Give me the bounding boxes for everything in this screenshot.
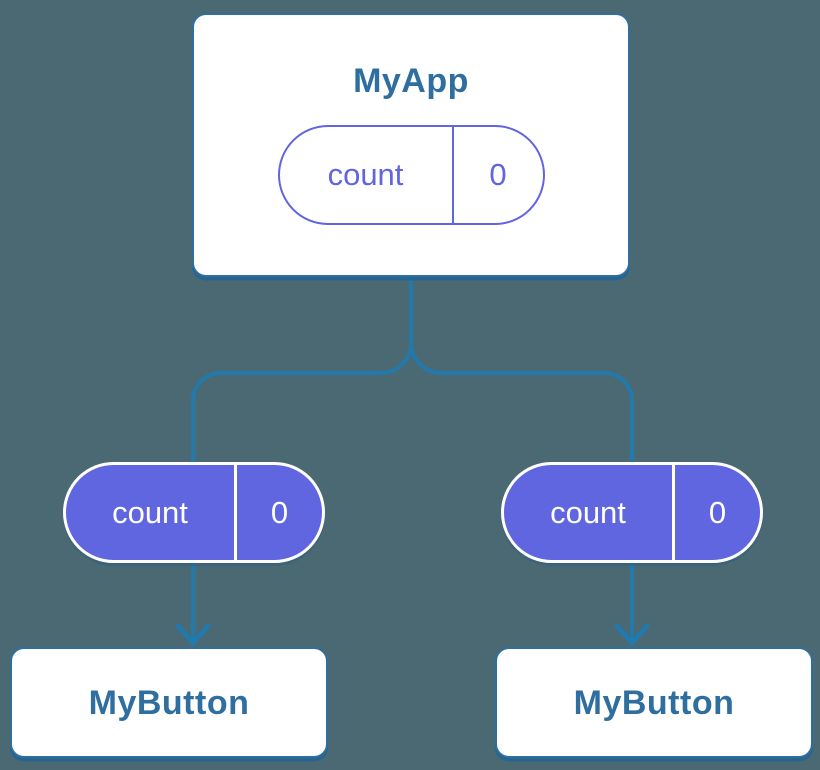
state-value: 0 <box>451 127 543 223</box>
state-label: count <box>550 494 626 530</box>
state-pill-child-right: count 0 <box>501 462 763 563</box>
component-title: MyButton <box>88 683 250 722</box>
state-value: 0 <box>234 465 322 560</box>
connector-right-branch <box>409 276 634 640</box>
component-title: MyButton <box>573 683 735 722</box>
component-title: MyApp <box>353 62 469 100</box>
arrow-down-right-icon <box>614 623 650 647</box>
arrow-down-left-icon <box>175 623 211 647</box>
state-value: 0 <box>672 465 760 560</box>
connector-left-branch <box>191 276 413 640</box>
component-card-root: MyApp count 0 <box>192 13 630 277</box>
component-card-child-left: MyButton <box>10 647 328 758</box>
state-pill-child-left: count 0 <box>63 462 325 563</box>
state-label: count <box>112 494 188 530</box>
component-card-child-right: MyButton <box>495 647 813 758</box>
state-pill-root: count 0 <box>277 125 545 225</box>
state-label: count <box>327 157 404 192</box>
